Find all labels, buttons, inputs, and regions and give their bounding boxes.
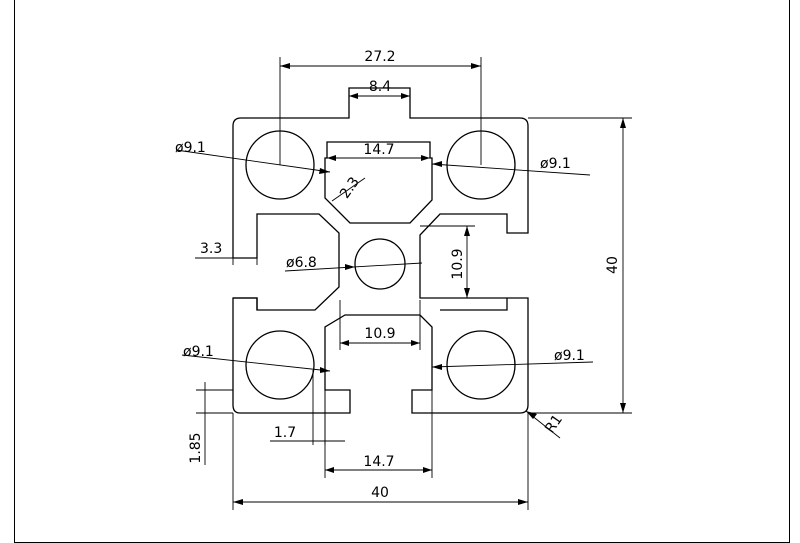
dim-center-square-width: 10.9 (364, 326, 395, 342)
dim-hole-bottom-right: ø9.1 (554, 348, 585, 364)
dim-lip-depth: 1.85 (188, 432, 204, 463)
dim-hole-bottom-left: ø9.1 (183, 344, 214, 360)
dim-hole-top-left: ø9.1 (175, 140, 206, 156)
dim-overall-width: 40 (371, 485, 389, 501)
hole-bottom-right (446, 330, 516, 400)
dim-center-square-height: 10.9 (450, 248, 466, 279)
dim-lip-length: 1.7 (274, 425, 296, 441)
dim-center-hole: ø6.8 (286, 255, 317, 271)
dim-top-slot-width: 8.4 (369, 79, 391, 95)
dim-lip-thickness: 3.3 (200, 241, 222, 257)
dim-bottom-slot-width: 14.7 (363, 454, 394, 470)
hole-bottom-left (245, 330, 315, 400)
dim-corner-radius: R1 (542, 412, 566, 436)
top-pocket-outline (324, 141, 433, 224)
dim-chamfer: 2.3 (337, 174, 363, 201)
dim-top-slot-inner-width: 14.7 (363, 142, 394, 158)
dim-overall-height: 40 (605, 256, 621, 274)
dim-top-hole-spacing: 27.2 (364, 49, 395, 65)
left-slot-outline (233, 297, 258, 310)
dim-hole-top-right: ø9.1 (540, 156, 571, 172)
right-slot-outline (440, 298, 508, 311)
profile-outline (232, 87, 529, 414)
